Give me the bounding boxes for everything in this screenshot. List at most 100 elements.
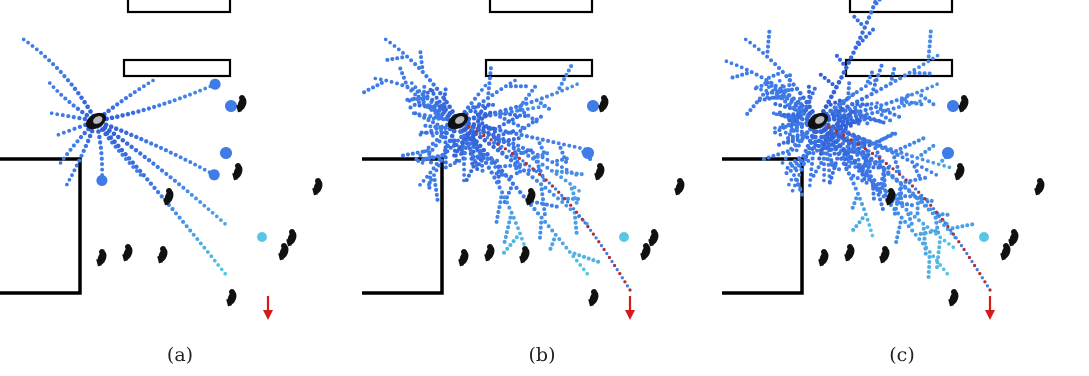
tree-node	[877, 0, 882, 2]
tree-node	[539, 187, 544, 192]
tree-node	[401, 50, 405, 55]
tree-node	[144, 139, 149, 144]
tree-node	[408, 105, 413, 110]
tree-node	[778, 86, 783, 92]
tree-node	[494, 90, 499, 95]
tree-node	[792, 122, 797, 127]
tree-node	[538, 114, 543, 119]
tree-node	[538, 225, 543, 230]
tree-node	[798, 121, 803, 126]
tree-node	[881, 136, 886, 141]
tree-node	[535, 136, 540, 141]
tree-node	[787, 78, 792, 83]
pedestrian-leg	[1008, 238, 1014, 247]
tree-node	[929, 170, 934, 175]
tree-node	[544, 202, 549, 207]
tree-node	[758, 96, 762, 101]
tree-node	[931, 254, 936, 259]
tree-node	[908, 211, 913, 216]
tree-node	[936, 250, 941, 255]
tree-node	[886, 107, 891, 112]
tree-node	[480, 168, 485, 173]
tree-node	[558, 145, 563, 150]
tree-node	[857, 162, 862, 167]
tree-node	[829, 147, 834, 152]
tree-terminal-node	[220, 147, 232, 159]
tree-node	[510, 117, 515, 122]
tree-node	[563, 178, 568, 183]
tree-node	[865, 217, 870, 222]
tree-node	[496, 133, 501, 138]
tree-node	[443, 130, 448, 135]
tree-node	[137, 87, 142, 92]
tree-node	[865, 121, 870, 126]
tree-node	[480, 121, 485, 126]
tree-node	[920, 165, 924, 169]
pedestrian-head	[99, 249, 105, 255]
tree-node	[562, 155, 567, 160]
tree-node	[730, 75, 735, 80]
tree-node	[883, 145, 888, 150]
pedestrian-leg	[948, 298, 954, 307]
tree-node	[133, 147, 139, 153]
tree-node	[898, 193, 903, 198]
tree-node	[136, 109, 141, 114]
tree-node	[55, 89, 60, 93]
tree-node	[826, 99, 832, 105]
tree-node	[511, 239, 516, 244]
tree-node	[72, 86, 78, 91]
tree-node	[496, 137, 502, 142]
tree-node	[851, 181, 856, 186]
tree-node	[476, 119, 480, 124]
pedestrian-leg	[157, 255, 163, 264]
tree-node	[468, 141, 473, 146]
tree-node	[923, 149, 928, 154]
pedestrian-head	[847, 244, 853, 250]
panel-a: (a)	[0, 0, 360, 376]
tree-node	[926, 159, 930, 164]
tree-node	[525, 107, 530, 111]
path-node	[917, 190, 921, 194]
path-node	[827, 125, 831, 129]
tree-node	[926, 54, 931, 59]
tree-node	[479, 109, 484, 114]
tree-node	[880, 108, 885, 114]
tree-node	[868, 75, 872, 80]
tree-node	[864, 84, 868, 89]
tree-node	[419, 130, 424, 135]
tree-node	[130, 110, 136, 116]
path-node	[580, 217, 584, 221]
tree-node	[375, 83, 380, 88]
tree-node	[799, 139, 804, 143]
tree-node	[917, 237, 922, 242]
tree-node	[830, 82, 835, 87]
tree-node	[183, 157, 188, 162]
tree-node	[826, 143, 831, 148]
tree-node	[578, 263, 583, 267]
tree-node	[891, 71, 895, 76]
tree-node	[927, 255, 932, 259]
tree-node	[560, 200, 565, 204]
tree-node	[576, 197, 580, 201]
tree-node	[802, 134, 807, 139]
tree-node	[893, 131, 898, 136]
tree-node	[924, 167, 929, 172]
tree-node	[504, 200, 510, 205]
path-node	[597, 240, 601, 244]
tree-node	[539, 215, 544, 220]
tree-node	[493, 112, 498, 117]
tree-node	[942, 163, 946, 168]
tree-node	[763, 81, 767, 85]
tree-node	[110, 105, 116, 110]
tree-node	[507, 205, 512, 210]
tree-node	[947, 242, 951, 246]
path-node	[988, 288, 992, 292]
tree-node	[480, 163, 485, 168]
tree-node	[430, 147, 435, 152]
tree-node	[569, 186, 574, 191]
tree-node	[516, 143, 521, 148]
tree-node	[848, 154, 854, 160]
tree-node	[815, 148, 820, 153]
tree-node	[405, 84, 410, 89]
tree-node	[854, 224, 859, 229]
